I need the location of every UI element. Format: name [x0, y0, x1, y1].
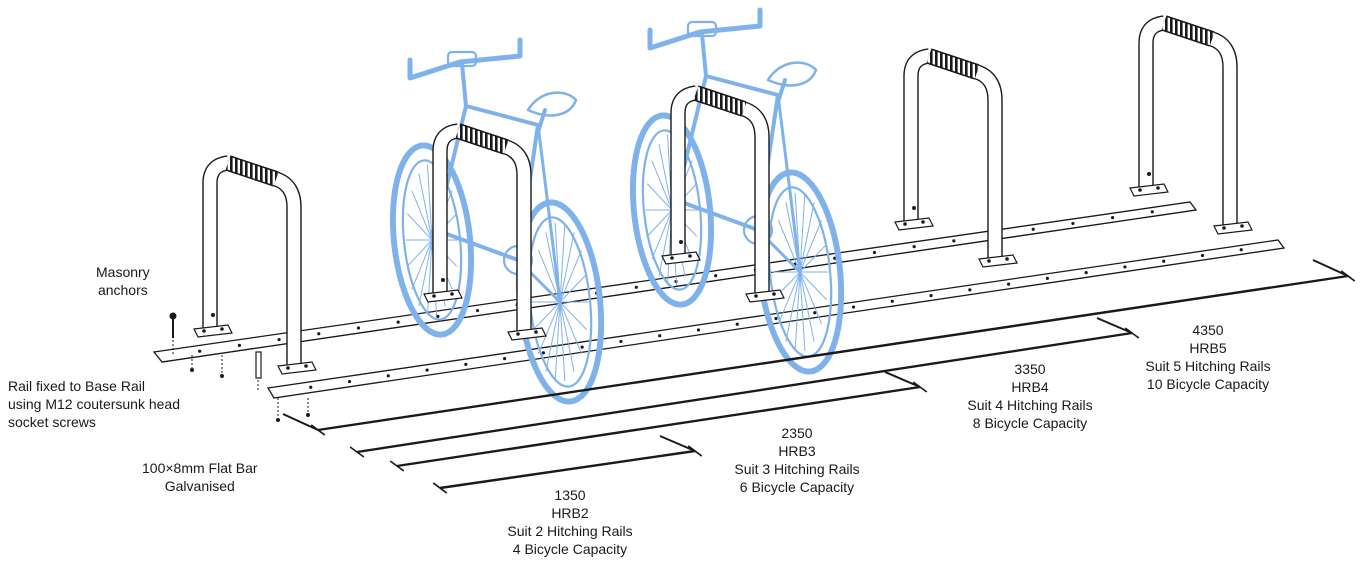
rail-hole [912, 245, 916, 249]
rail-hole [619, 339, 623, 344]
rail-hole [714, 274, 718, 278]
hitching-rail [661, 85, 785, 303]
rail-hole [1200, 253, 1205, 258]
extension-line [282, 413, 319, 431]
extension-line [884, 371, 921, 388]
base-plate [661, 251, 701, 265]
base-plate [745, 289, 785, 303]
rail-hole [890, 299, 894, 303]
rail-hole [198, 349, 202, 353]
rail-hole [851, 305, 856, 309]
rail-hole [347, 379, 352, 384]
rail-hole [658, 334, 662, 338]
base-plate [978, 254, 1018, 268]
rail-hole [968, 288, 972, 292]
extension-line [1096, 317, 1133, 334]
base-plate [894, 217, 934, 231]
masonry-anchor-icon [169, 312, 262, 392]
base-plate [277, 361, 317, 375]
rail-hole [774, 316, 778, 321]
base-plate [507, 327, 547, 341]
base-plate [193, 324, 233, 338]
hitching-rails [193, 15, 1253, 375]
hitching-rail [1129, 15, 1253, 235]
rail-hole [1150, 210, 1154, 214]
dimension-label-hrb2: 1350 HRB2 Suit 2 Hitching Rails 4 Bicycl… [507, 487, 633, 557]
dimension-label-hrb4: 3350 HRB4 Suit 4 Hitching Rails 8 Bicycl… [967, 361, 1093, 431]
rail-hole [872, 250, 877, 255]
rail-hole [735, 322, 739, 326]
rail-hole [475, 308, 480, 313]
rail-hole [929, 293, 933, 298]
rail-hole [464, 362, 468, 366]
rail-hole [1007, 282, 1011, 286]
rail-hole [696, 328, 701, 332]
dimension-label-hrb3: 2350 HRB3 Suit 3 Hitching Rails 6 Bicycl… [734, 425, 860, 495]
rail-hole [1162, 259, 1166, 263]
flat-bar-label: 100×8mm Flat Bar Galvanised [142, 460, 258, 494]
dimension-label-hrb5: 4350 HRB5 Suit 5 Hitching Rails 10 Bicyc… [1145, 322, 1271, 392]
rail-hole [309, 385, 313, 389]
rail-hole [813, 311, 817, 315]
rail-hole [396, 320, 400, 324]
masonry-anchors-label: Masonry anchors [96, 264, 150, 298]
hitching-rail [423, 123, 547, 341]
extension-line [659, 435, 696, 452]
rail-hole [1045, 276, 1049, 280]
rail-hole [386, 374, 390, 378]
rail-hole [1031, 227, 1035, 231]
rail-hole [425, 368, 429, 372]
rail-hole [634, 285, 638, 289]
rail-hole [1123, 265, 1127, 269]
rail-hole [580, 345, 584, 349]
rail-hole [503, 357, 507, 361]
rail-hole [317, 332, 321, 336]
rail-hole [356, 326, 361, 330]
rail-hole [541, 351, 545, 355]
dimension-lines [282, 259, 1356, 494]
rail-hole [1239, 248, 1243, 252]
rail-hole [1071, 221, 1075, 226]
rail-hole [1084, 271, 1088, 275]
rail-hole [277, 337, 281, 342]
rail-hole [436, 314, 440, 318]
hitching-rail [894, 48, 1018, 268]
base-plate [1213, 221, 1253, 235]
rail-hole [1111, 216, 1115, 220]
rail-hole [237, 343, 241, 347]
hitching-rail [193, 155, 317, 375]
extension-line [1312, 259, 1349, 277]
socket-screw-icon [190, 355, 310, 422]
base-plate [1129, 183, 1169, 197]
rail-fixed-label: Rail fixed to Base Rail using M12 couter… [8, 378, 180, 430]
rail-hole [952, 239, 956, 243]
